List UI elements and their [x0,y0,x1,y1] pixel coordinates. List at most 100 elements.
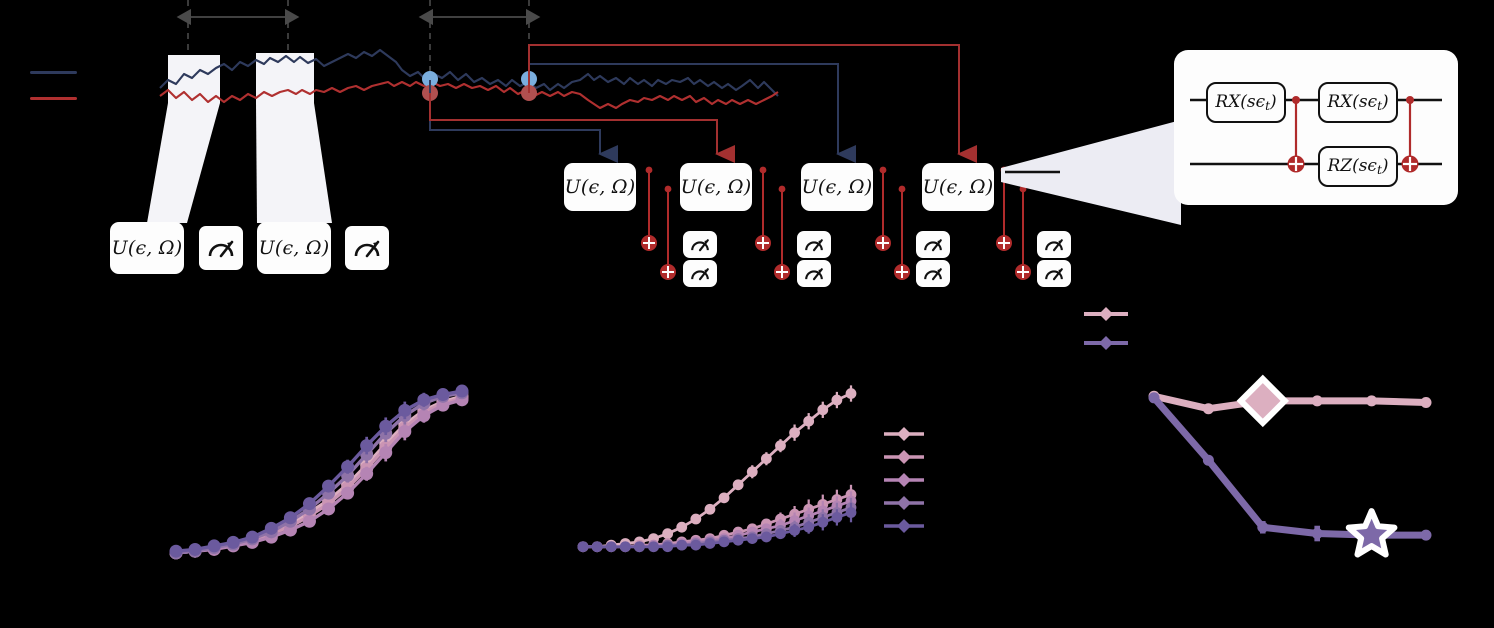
u-block-6-label: U(ϵ, Ω) [922,176,994,198]
meter-icon [805,268,823,281]
data-point [690,513,702,525]
meter-icon [354,240,380,258]
u-block-3-label: U(ϵ, Ω) [564,176,636,198]
u-block-1[interactable]: U(ϵ, Ω) [110,222,184,274]
legend-r-pink [1084,307,1128,321]
data-point [169,544,183,558]
cnot-pair-1 [641,166,676,280]
data-point [398,403,412,417]
data-point [436,388,450,402]
data-point [845,388,857,399]
chart-left [169,384,469,560]
chart-middle [577,385,857,553]
connector-red-2 [528,44,977,163]
u-block-4[interactable]: U(ϵ, Ω) [680,163,752,211]
signal-legend-blue [30,71,77,75]
data-point [1148,392,1160,404]
legend-m2 [884,450,924,464]
data-point [1420,529,1432,541]
meter-10[interactable] [1037,260,1071,287]
circuit-cnot-2 [1401,96,1419,173]
data-point [360,439,374,453]
u-block-3[interactable]: U(ϵ, Ω) [564,163,636,211]
gate-rx-2[interactable]: RX(sϵt) [1318,82,1398,123]
meter-icon [691,268,709,281]
legend-m1 [884,427,924,441]
diamond-marker [1236,374,1290,428]
series-r-pink [1148,374,1432,428]
meter-2[interactable] [345,226,389,270]
data-point [302,497,316,511]
data-point [831,394,843,406]
u-block-5[interactable]: U(ϵ, Ω) [801,163,873,211]
data-point [302,514,316,528]
series-m5 [577,502,857,553]
data-point [379,446,393,460]
gate-rx-1[interactable]: RX(sϵt) [1206,82,1286,123]
data-point [1257,521,1269,533]
signal-trace-red [159,80,779,110]
meter-5[interactable] [797,231,831,258]
cnot-pair-3 [875,166,910,280]
meter-1[interactable] [199,226,243,270]
meter-icon [1045,239,1063,252]
data-point [676,521,688,533]
data-point [817,516,829,528]
data-point [718,536,730,548]
data-point [690,539,702,551]
data-point [746,533,758,544]
data-point [789,525,800,536]
u-block-1-label: U(ϵ, Ω) [111,237,183,259]
data-point [789,427,800,439]
data-point [591,541,603,553]
data-point [322,479,336,493]
cnot-pair-2 [755,166,790,280]
data-point [360,467,374,481]
data-point [341,486,355,500]
meter-icon [208,240,234,258]
signal-plot [159,0,779,110]
gate-rx-1-label: RX(sϵt) [1215,91,1277,114]
u-block-2[interactable]: U(ϵ, Ω) [257,222,331,274]
circuit-cnot-1 [1287,96,1305,173]
star-marker [1345,508,1398,558]
data-point [283,511,297,525]
data-point [226,535,240,549]
data-point [605,541,617,553]
u-block-6[interactable]: U(ϵ, Ω) [922,163,994,211]
circuit-wires [1190,96,1442,173]
data-point [775,528,786,540]
data-point [831,512,843,523]
meter-4[interactable] [683,260,717,287]
data-point [803,521,815,533]
data-point [634,541,645,553]
data-point [264,521,278,535]
meter-7[interactable] [916,231,950,258]
data-point [1366,395,1378,407]
gate-rz-1[interactable]: RZ(sϵt) [1318,146,1398,187]
gate-rz-1-label: RZ(sϵt) [1327,155,1389,178]
data-point [322,502,336,516]
data-point [1202,454,1214,466]
meter-icon [691,239,709,252]
legend-m3 [884,473,924,487]
data-point [245,530,259,544]
zoom-wedge-1 [147,103,220,223]
series-s3 [169,393,469,560]
data-point [718,492,730,504]
u-block-2-label: U(ϵ, Ω) [258,237,330,259]
data-point [676,539,688,551]
data-point [417,393,431,407]
connector-red-1 [429,93,735,163]
data-point [732,479,744,491]
meter-9[interactable] [1037,231,1071,258]
meter-8[interactable] [916,260,950,287]
data-point [775,440,786,452]
meter-6[interactable] [797,260,831,287]
data-point [704,503,716,515]
data-point [803,415,815,427]
cnot-stems [641,166,1031,280]
meter-3[interactable] [683,231,717,258]
data-point [1420,396,1432,408]
